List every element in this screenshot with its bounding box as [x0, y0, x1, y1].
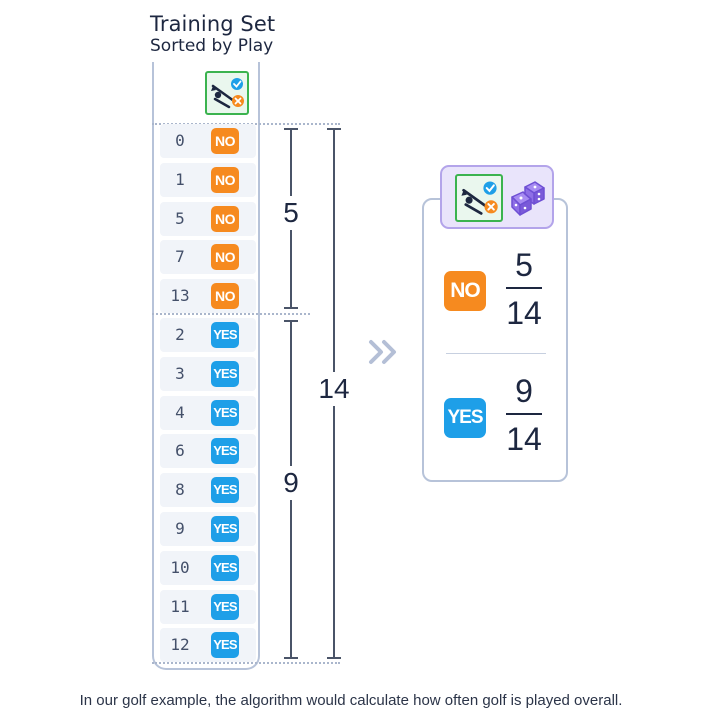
- row-id: 13: [170, 286, 190, 306]
- play-badge: NO: [211, 244, 239, 271]
- row-id: 8: [175, 480, 185, 500]
- row-id: 12: [170, 635, 190, 655]
- total-bracket-cap-bottom: [327, 657, 341, 659]
- divider-no-yes: [152, 313, 310, 315]
- yes-denominator: 14: [506, 421, 542, 457]
- total-count: 14: [314, 372, 354, 406]
- yes-badge: YES: [444, 398, 486, 438]
- row-id: 9: [175, 519, 185, 538]
- play-badge: NO: [211, 205, 239, 232]
- play-badge: YES: [211, 593, 239, 620]
- table-row: 4 YES: [160, 395, 256, 430]
- row-id: 6: [175, 441, 185, 461]
- table-row: 8 YES: [160, 473, 256, 508]
- play-badge: YES: [211, 438, 239, 465]
- row-id: 10: [170, 557, 190, 577]
- row-id: 4: [175, 402, 185, 422]
- play-badge: NO: [211, 283, 239, 310]
- yes-bracket-cap-bottom: [284, 657, 298, 659]
- table-row: 6 YES: [160, 434, 256, 469]
- chart-subtitle: Sorted by Play: [150, 36, 274, 56]
- no-numerator: 5: [515, 247, 533, 283]
- table-row: 10 YES: [160, 550, 256, 585]
- play-badge: YES: [211, 399, 239, 426]
- training-set-column: [152, 62, 260, 670]
- row-id: 3: [175, 363, 185, 383]
- table-row: 1 NO: [160, 162, 256, 197]
- play-badge: NO: [211, 166, 239, 193]
- play-badge: NO: [211, 128, 239, 154]
- dice-icon: [509, 180, 547, 218]
- table-row: 3 YES: [160, 356, 256, 391]
- no-badge: NO: [444, 271, 486, 311]
- card-divider: [446, 353, 546, 354]
- play-badge: YES: [211, 554, 239, 581]
- table-row: 0 NO: [160, 124, 256, 158]
- golf-play-icon: [455, 174, 503, 222]
- row-id: 5: [175, 208, 185, 228]
- double-chevron-right-icon: [366, 336, 404, 368]
- no-fraction-bar: [506, 287, 542, 289]
- probability-card: [422, 198, 568, 482]
- play-badge: YES: [211, 516, 239, 542]
- row-id: 2: [175, 325, 185, 344]
- divider-bottom: [152, 662, 340, 664]
- play-badge: YES: [211, 322, 239, 348]
- table-row: 12 YES: [160, 628, 256, 663]
- row-id: 1: [175, 169, 185, 189]
- yes-numerator: 9: [515, 373, 533, 409]
- no-count: 5: [276, 196, 306, 230]
- table-row: 11 YES: [160, 589, 256, 624]
- table-row: 7 NO: [160, 240, 256, 275]
- caption: In our golf example, the algorithm would…: [79, 692, 623, 709]
- table-row: 2 YES: [160, 318, 256, 352]
- table-row: 9 YES: [160, 512, 256, 546]
- table-row: 5 NO: [160, 201, 256, 236]
- row-id: 7: [175, 247, 185, 267]
- golf-play-icon: [205, 71, 249, 115]
- no-denominator: 14: [506, 295, 542, 331]
- play-badge: YES: [211, 477, 239, 504]
- row-id: 11: [170, 596, 190, 616]
- play-badge: YES: [211, 632, 239, 659]
- play-badge: YES: [211, 360, 239, 387]
- chart-title: Training Set: [150, 12, 276, 36]
- yes-fraction-bar: [506, 413, 542, 415]
- yes-count: 9: [276, 466, 306, 500]
- row-id: 0: [175, 131, 185, 150]
- table-row: 13 NO: [160, 279, 256, 314]
- no-bracket-cap-bottom: [284, 307, 298, 309]
